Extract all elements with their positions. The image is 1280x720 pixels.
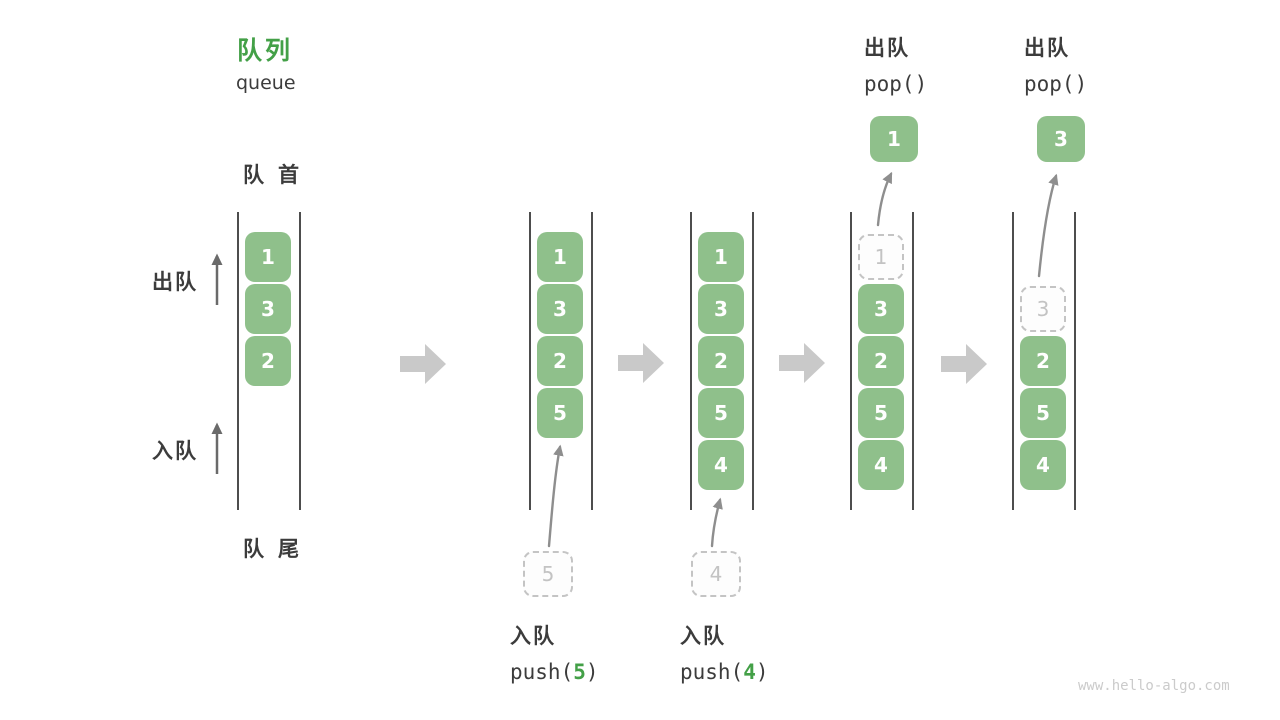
queue-cell: 4 xyxy=(698,440,744,490)
label-queue-rear: 队尾 xyxy=(243,537,313,561)
code-suffix: ) xyxy=(585,660,599,684)
pending-value-box: 4 xyxy=(691,551,741,597)
code-prefix: push( xyxy=(680,660,744,684)
step-arrow-icon xyxy=(400,344,446,384)
queue-wall-right xyxy=(912,212,914,510)
code-prefix: push( xyxy=(510,660,574,684)
dequeue-arrow-icon xyxy=(1037,173,1059,278)
step-arrow-icon xyxy=(941,344,987,384)
queue-wall-right xyxy=(591,212,593,510)
queue-wall-left xyxy=(690,212,692,510)
queue-cell: 1 xyxy=(537,232,583,282)
queue-wall-right xyxy=(752,212,754,510)
enqueue-op-zh: 入队 xyxy=(680,624,726,648)
queue-cell: 2 xyxy=(537,336,583,386)
dequeue-op-zh: 出队 xyxy=(864,36,910,60)
page-title: 队列 xyxy=(237,36,294,65)
queue-cell: 3 xyxy=(858,284,904,334)
enqueue-op-code: push(4) xyxy=(680,660,769,684)
queue-cell-dashed: 3 xyxy=(1020,286,1066,332)
step-arrow-icon xyxy=(779,343,825,383)
watermark: www.hello-algo.com xyxy=(1078,678,1230,694)
code-arg: 5 xyxy=(573,660,586,684)
enqueue-op-label-1: 入队 push(5) xyxy=(510,620,599,684)
queue-cell: 3 xyxy=(537,284,583,334)
pending-value-box: 5 xyxy=(523,551,573,597)
dequeue-op-label-1: 出队 pop() xyxy=(864,32,927,96)
popped-value-box: 3 xyxy=(1037,116,1085,162)
dequeue-op-zh: 出队 xyxy=(1024,36,1070,60)
label-enqueue-side: 入队 xyxy=(152,439,198,463)
queue-wall-right xyxy=(299,212,301,510)
enqueue-op-label-2: 入队 push(4) xyxy=(680,620,769,684)
popped-value-box: 1 xyxy=(870,116,918,162)
queue-cell: 2 xyxy=(698,336,744,386)
dequeue-arrow-icon xyxy=(876,171,893,227)
queue-cell: 4 xyxy=(1020,440,1066,490)
step-arrow-icon xyxy=(618,343,664,383)
queue-cell: 5 xyxy=(858,388,904,438)
queue-wall-left xyxy=(237,212,239,510)
queue-wall-left xyxy=(1012,212,1014,510)
queue-wall-left xyxy=(529,212,531,510)
queue-cell: 1 xyxy=(698,232,744,282)
queue-cell: 2 xyxy=(245,336,291,386)
queue-wall-right xyxy=(1074,212,1076,510)
queue-cell: 5 xyxy=(1020,388,1066,438)
queue-cell: 1 xyxy=(245,232,291,282)
enqueue-op-code: push(5) xyxy=(510,660,599,684)
queue-cell: 5 xyxy=(537,388,583,438)
label-queue-front: 队首 xyxy=(243,163,313,187)
code-arg: 4 xyxy=(743,660,756,684)
dequeue-op-label-2: 出队 pop() xyxy=(1024,32,1087,96)
queue-cell: 3 xyxy=(698,284,744,334)
dequeue-op-code: pop() xyxy=(1024,72,1088,96)
queue-cell-dashed: 1 xyxy=(858,234,904,280)
label-dequeue-side: 出队 xyxy=(152,270,198,294)
enqueue-arrow-icon xyxy=(547,444,564,548)
queue-cell: 3 xyxy=(245,284,291,334)
queue-cell: 5 xyxy=(698,388,744,438)
queue-cell: 2 xyxy=(858,336,904,386)
queue-cell: 4 xyxy=(858,440,904,490)
code-suffix: ) xyxy=(755,660,769,684)
enqueue-arrow-icon xyxy=(710,497,723,548)
dequeue-op-code: pop() xyxy=(864,72,928,96)
page-subtitle: queue xyxy=(236,72,296,94)
enqueue-op-zh: 入队 xyxy=(510,624,556,648)
queue-wall-left xyxy=(850,212,852,510)
queue-cell: 2 xyxy=(1020,336,1066,386)
